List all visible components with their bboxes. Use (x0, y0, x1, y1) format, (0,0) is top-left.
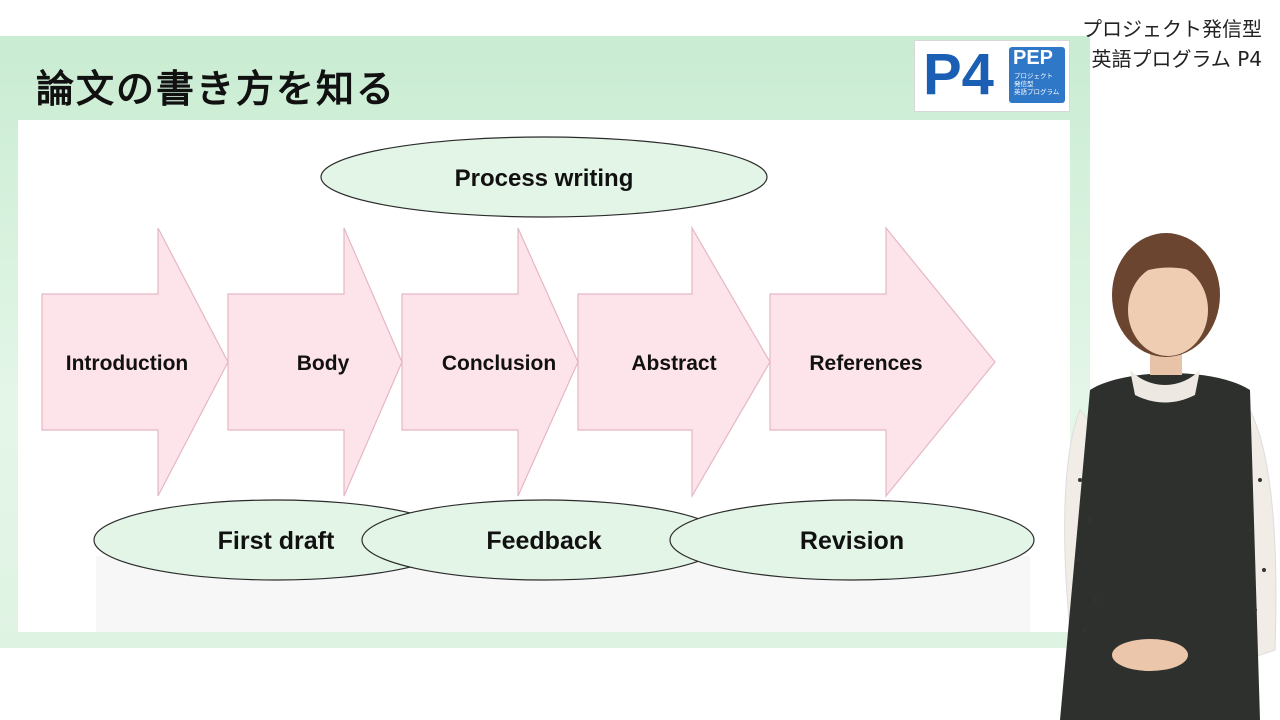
program-caption-line1: プロジェクト発信型 (1082, 17, 1262, 41)
first-draft-oval: First draft (93, 499, 459, 581)
process-writing-oval: Process writing (320, 136, 768, 218)
arrow-references: References (769, 226, 996, 498)
first-draft-label: First draft (218, 527, 335, 555)
process-writing-diagram: Process writing References Abstract Conc… (41, 136, 1035, 581)
program-caption-line2: 英語プログラム P4 (1091, 47, 1262, 71)
revision-oval: Revision (669, 499, 1035, 581)
logo-badge: PEP プロジェクト 発信型 英語プログラム (1009, 47, 1065, 103)
person-presenter-icon (1060, 233, 1277, 720)
arrow-label-introduction: Introduction (66, 352, 188, 375)
arrow-conclusion: Conclusion (401, 227, 579, 497)
p4-pep-logo: P4 PEP プロジェクト 発信型 英語プログラム (914, 40, 1070, 112)
feedback-oval: Feedback (361, 499, 727, 581)
arrow-label-body: Body (297, 352, 350, 375)
logo-badge-line: プロジェクト (1014, 73, 1053, 80)
program-caption: プロジェクト発信型 英語プログラム P4 (1082, 14, 1262, 74)
revision-label: Revision (800, 527, 904, 555)
slide-title: 論文の書き方を知る (36, 67, 397, 111)
logo-badge-line: 英語プログラム (1014, 89, 1060, 96)
process-writing-label: Process writing (455, 165, 634, 192)
logo-mark: P4 (923, 42, 994, 107)
logo-badge-title: PEP (1013, 47, 1054, 69)
feedback-label: Feedback (486, 527, 601, 555)
arrow-abstract: Abstract (577, 225, 771, 499)
logo-badge-line: 発信型 (1014, 81, 1034, 88)
arrow-label-abstract: Abstract (631, 352, 716, 375)
arrow-label-conclusion: Conclusion (442, 352, 556, 375)
arrow-body: Body (227, 227, 403, 497)
arrow-introduction: Introduction (41, 227, 229, 497)
arrow-label-references: References (809, 352, 922, 375)
